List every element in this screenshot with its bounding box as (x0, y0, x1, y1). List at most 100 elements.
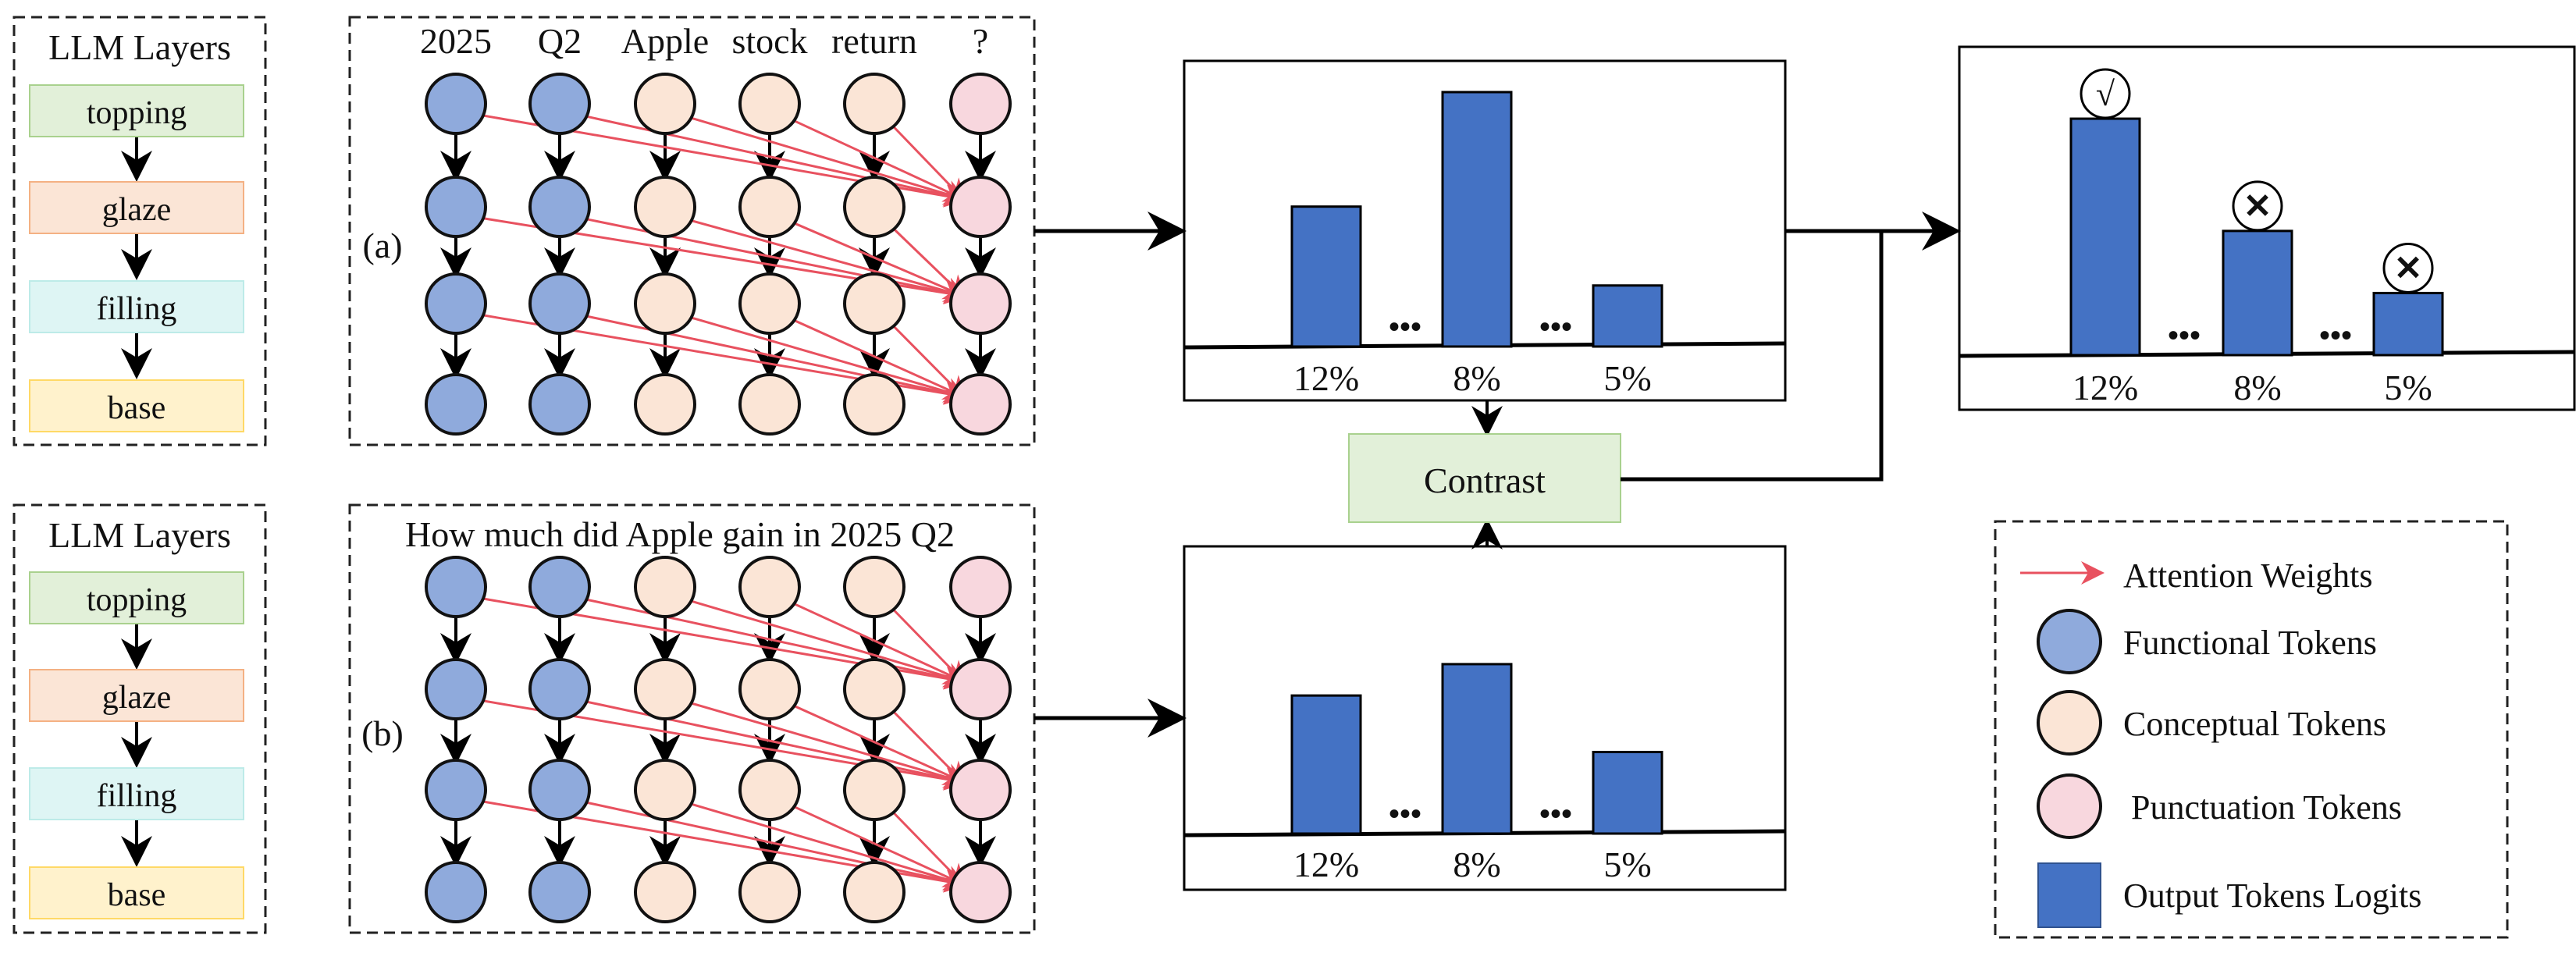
conceptual-token-node (738, 759, 801, 821)
conceptual-token-node (634, 556, 696, 618)
logit-bar (1592, 284, 1663, 348)
logit-percent-label: 12% (2073, 368, 2138, 407)
functional-token-node (425, 658, 487, 720)
conceptual-token-node (738, 861, 801, 923)
attention-arrow (669, 310, 968, 403)
logit-percent-label: 5% (2384, 368, 2432, 407)
layer-box-topping: topping (29, 84, 244, 137)
logit-percent-label: 8% (1453, 358, 1500, 398)
legend-item-functional: Functional Tokens (2037, 609, 2377, 674)
logit-bar (1441, 663, 1513, 835)
functional-token-node (528, 73, 591, 135)
layer-label-base: base (108, 877, 166, 913)
logit-percent-label: 12% (1293, 845, 1359, 884)
logit-percent-label: 8% (2233, 368, 2281, 407)
attention-arrow (774, 796, 968, 887)
punctuation-token-node (949, 272, 1012, 335)
conceptual-token-node (843, 556, 906, 618)
conceptual-token-node (634, 272, 696, 335)
conceptual-token-node (843, 759, 906, 821)
conceptual-token-node (843, 658, 906, 720)
punctuation-token-node (949, 73, 1012, 135)
llm-layers-title: LLM Layers (48, 515, 231, 555)
logits-box-b: 12%8%5%•••••• (1183, 545, 1787, 891)
layer-box-filling: filling (29, 280, 244, 333)
conceptual-token-node (634, 658, 696, 720)
layer-box-base: base (29, 866, 244, 919)
legend-item-conceptual: Conceptual Tokens (2037, 690, 2386, 756)
contrast-box: Contrast (1348, 433, 1621, 523)
conceptual-token-node (738, 373, 801, 436)
ellipsis-dots: ••• (1389, 796, 1421, 831)
layer-box-filling: filling (29, 767, 244, 820)
functional-token-node (425, 373, 487, 436)
legend: Attention Weights Functional Tokens Conc… (1994, 520, 2509, 939)
token-grid-b (425, 556, 1012, 923)
functional-token-node (528, 176, 591, 238)
legend-label: Attention Weights (2123, 557, 2373, 595)
attention-arrow (669, 110, 968, 205)
layer-label-base: base (108, 390, 166, 426)
legend-label: Functional Tokens (2123, 624, 2377, 662)
logit-percent-label: 12% (1293, 358, 1359, 398)
cross-mark-icon (2382, 242, 2434, 293)
layer-label-topping: topping (87, 95, 187, 131)
conceptual-token-node (634, 176, 696, 238)
functional-token-node (425, 272, 487, 335)
functional-token-node (425, 556, 487, 618)
logit-bar (1592, 750, 1663, 835)
check-mark-icon (2080, 68, 2131, 119)
punctuation-token-node (949, 861, 1012, 923)
ellipsis-dots: ••• (2168, 318, 2201, 353)
logit-percent-label: 5% (1603, 358, 1651, 398)
conceptual-token-node (843, 272, 906, 335)
punctuation-token-node (949, 373, 1012, 436)
cross-glyph: ✕ (2394, 249, 2423, 287)
logit-bar (1290, 205, 1362, 348)
functional-token-node (425, 759, 487, 821)
layer-box-glaze: glaze (29, 181, 244, 234)
layer-box-base: base (29, 379, 244, 432)
legend-label: Output Tokens Logits (2123, 877, 2421, 915)
check-glyph: √ (2096, 75, 2115, 113)
attention-arrow (564, 695, 968, 790)
logit-bar (1441, 91, 1513, 348)
functional-token-node (528, 759, 591, 821)
layer-label-glaze: glaze (102, 192, 172, 228)
punctuation-token-node (949, 176, 1012, 238)
conceptual-token-node (843, 73, 906, 135)
functional-token-node (528, 861, 591, 923)
ellipsis-dots: ••• (1539, 309, 1572, 344)
contrast-connector (1621, 231, 1884, 482)
attention-arrow (774, 213, 968, 300)
conceptual-token-node (843, 176, 906, 238)
legend-item-punctuation: Punctuation Tokens (2037, 773, 2402, 839)
punctuation-token-node (949, 556, 1012, 618)
logit-bar (2372, 291, 2444, 357)
layer-box-glaze: glaze (29, 669, 244, 722)
query-sentence: How much did Apple gain in 2025 Q2 (405, 514, 955, 554)
functional-token-node (528, 556, 591, 618)
llm-layers-title: LLM Layers (48, 27, 231, 67)
attention-arrow (774, 593, 968, 685)
token-grid-a (425, 73, 1012, 436)
layer-label-glaze: glaze (102, 680, 172, 716)
legend-label: Conceptual Tokens (2123, 705, 2386, 743)
conceptual-token-icon (2037, 690, 2102, 756)
attention-arrow (774, 310, 968, 400)
logit-bar (1290, 694, 1362, 835)
llm-layers-panel-b: LLM Layers topping glaze filling base (12, 503, 267, 934)
attention-arrow (669, 695, 968, 788)
conceptual-token-node (843, 861, 906, 923)
logit-bar (2222, 229, 2293, 357)
ellipsis-dots: ••• (2319, 318, 2352, 353)
layer-label-topping: topping (87, 582, 187, 618)
conceptual-token-node (738, 73, 801, 135)
result-bars: 12%√8%✕5%✕•••••• (2069, 68, 2444, 407)
contrast-label: Contrast (1424, 460, 1546, 500)
token-label: Apple (621, 21, 709, 61)
attention-arrow (564, 110, 968, 207)
llm-layers-panel-a: LLM Layers topping glaze filling base (12, 16, 267, 446)
layer-box-topping: topping (29, 571, 244, 624)
